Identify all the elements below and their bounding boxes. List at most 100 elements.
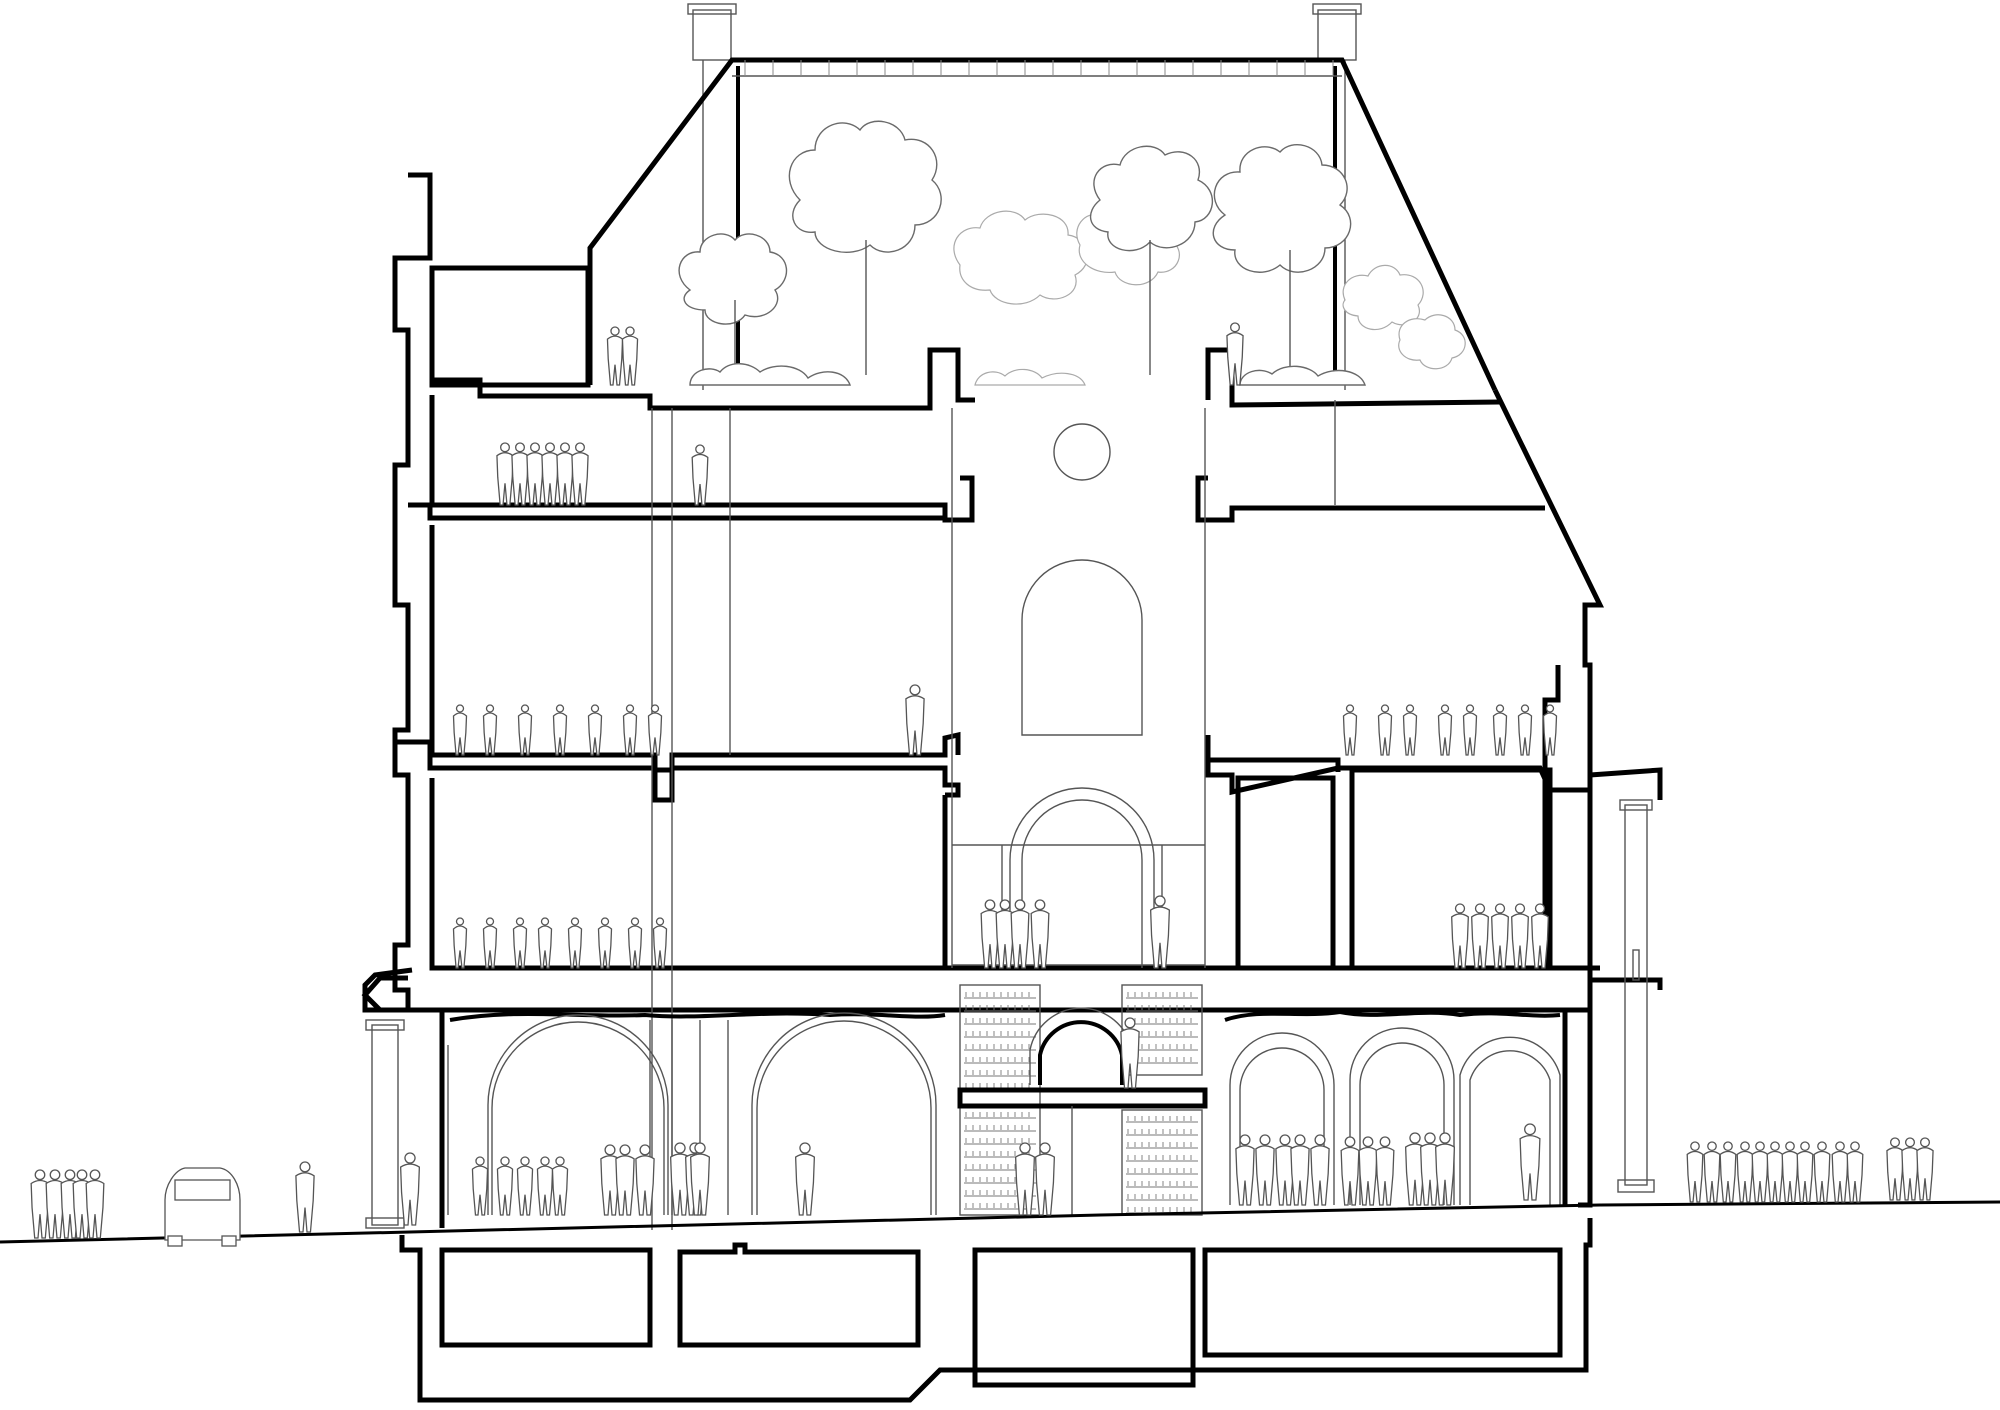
people-silhouettes: [30, 322, 1934, 1239]
person-silhouette: [571, 442, 589, 506]
person-silhouette: [1375, 1136, 1395, 1206]
person-silhouette: [1846, 1141, 1864, 1203]
person-silhouette: [669, 1142, 691, 1216]
car: [164, 1167, 241, 1247]
person-silhouette: [85, 1169, 105, 1239]
person-silhouette: [691, 444, 709, 506]
person-silhouette: [517, 704, 533, 756]
person-silhouette: [1542, 704, 1558, 756]
person-silhouette: [1813, 1141, 1831, 1203]
person-silhouette: [1030, 899, 1050, 969]
person-silhouette: [1419, 1132, 1441, 1206]
person-silhouette: [45, 1169, 65, 1239]
person-silhouette: [1781, 1141, 1799, 1203]
person-silhouette: [496, 1156, 514, 1216]
person-silhouette: [1340, 1136, 1360, 1206]
person-silhouette: [1703, 1141, 1721, 1203]
roof-ribs: [744, 60, 1334, 76]
person-silhouette: [1796, 1141, 1814, 1203]
person-silhouette: [30, 1169, 50, 1239]
person-silhouette: [1471, 903, 1489, 969]
person-silhouette: [295, 1161, 315, 1233]
person-silhouette: [615, 1144, 635, 1216]
person-silhouette: [496, 442, 514, 506]
person-silhouette: [1531, 903, 1549, 969]
person-silhouette: [1235, 1134, 1255, 1206]
person-silhouette: [1377, 704, 1393, 756]
person-silhouette: [512, 917, 528, 969]
person-silhouette: [622, 704, 638, 756]
person-silhouette: [541, 442, 559, 506]
person-silhouette: [556, 442, 574, 506]
person-silhouette: [606, 326, 624, 386]
person-silhouette: [597, 917, 613, 969]
person-silhouette: [1149, 895, 1171, 969]
person-silhouette: [1831, 1141, 1849, 1203]
person-silhouette: [1255, 1134, 1275, 1206]
person-silhouette: [1434, 1132, 1456, 1206]
library-bookshelves: [957, 984, 1208, 1216]
person-silhouette: [1916, 1137, 1934, 1201]
person-silhouette: [1766, 1141, 1784, 1203]
person-silhouette: [587, 704, 603, 756]
person-silhouette: [482, 917, 498, 969]
person-silhouette: [551, 1156, 569, 1216]
person-silhouette: [1719, 1141, 1737, 1203]
person-silhouette: [635, 1144, 655, 1216]
person-silhouette: [980, 899, 1000, 969]
person-silhouette: [621, 326, 639, 386]
person-silhouette: [1751, 1141, 1769, 1203]
person-silhouette: [482, 704, 498, 756]
person-silhouette: [794, 1142, 816, 1216]
person-silhouette: [1686, 1141, 1704, 1203]
person-silhouette: [1901, 1137, 1919, 1201]
person-silhouette: [552, 704, 568, 756]
person-silhouette: [689, 1142, 711, 1216]
person-silhouette: [1226, 322, 1244, 386]
central-atrium: [952, 423, 1205, 968]
building-structure: [361, 172, 1663, 1228]
person-silhouette: [1342, 704, 1358, 756]
person-silhouette: [516, 1156, 534, 1216]
person-silhouette: [567, 917, 583, 969]
exterior-columns: [365, 799, 1655, 1229]
person-silhouette: [647, 704, 663, 756]
person-silhouette: [526, 442, 544, 506]
person-silhouette: [1451, 903, 1469, 969]
bookshelf-rows: [964, 992, 1198, 1214]
person-silhouette: [1290, 1134, 1310, 1206]
person-silhouette: [1275, 1134, 1295, 1206]
person-silhouette: [1034, 1142, 1056, 1216]
person-silhouette: [452, 917, 468, 969]
person-silhouette: [1517, 704, 1533, 756]
person-silhouette: [995, 899, 1015, 969]
person-silhouette: [1491, 903, 1509, 969]
basement-vaults: [399, 1218, 1593, 1403]
person-silhouette: [1437, 704, 1453, 756]
person-silhouette: [600, 1144, 620, 1216]
person-silhouette: [1886, 1137, 1904, 1201]
person-silhouette: [1010, 899, 1030, 969]
ground-floor-arcade: [447, 1009, 1561, 1215]
person-silhouette: [1736, 1141, 1754, 1203]
person-silhouette: [1014, 1142, 1036, 1216]
person-silhouette: [1519, 1123, 1541, 1201]
person-silhouette: [511, 442, 529, 506]
person-silhouette: [1310, 1134, 1330, 1206]
person-silhouette: [1358, 1136, 1378, 1206]
person-silhouette: [652, 917, 668, 969]
person-silhouette: [399, 1152, 421, 1226]
person-silhouette: [536, 1156, 554, 1216]
person-silhouette: [627, 917, 643, 969]
person-silhouette: [1462, 704, 1478, 756]
person-silhouette: [1120, 1017, 1140, 1089]
ground-line: [0, 1200, 2000, 1244]
roof-garden-trees: [678, 120, 1466, 386]
person-silhouette: [471, 1156, 489, 1216]
person-silhouette: [905, 684, 925, 756]
person-silhouette: [537, 917, 553, 969]
person-silhouette: [452, 704, 468, 756]
person-silhouette: [1492, 704, 1508, 756]
person-silhouette: [1511, 903, 1529, 969]
